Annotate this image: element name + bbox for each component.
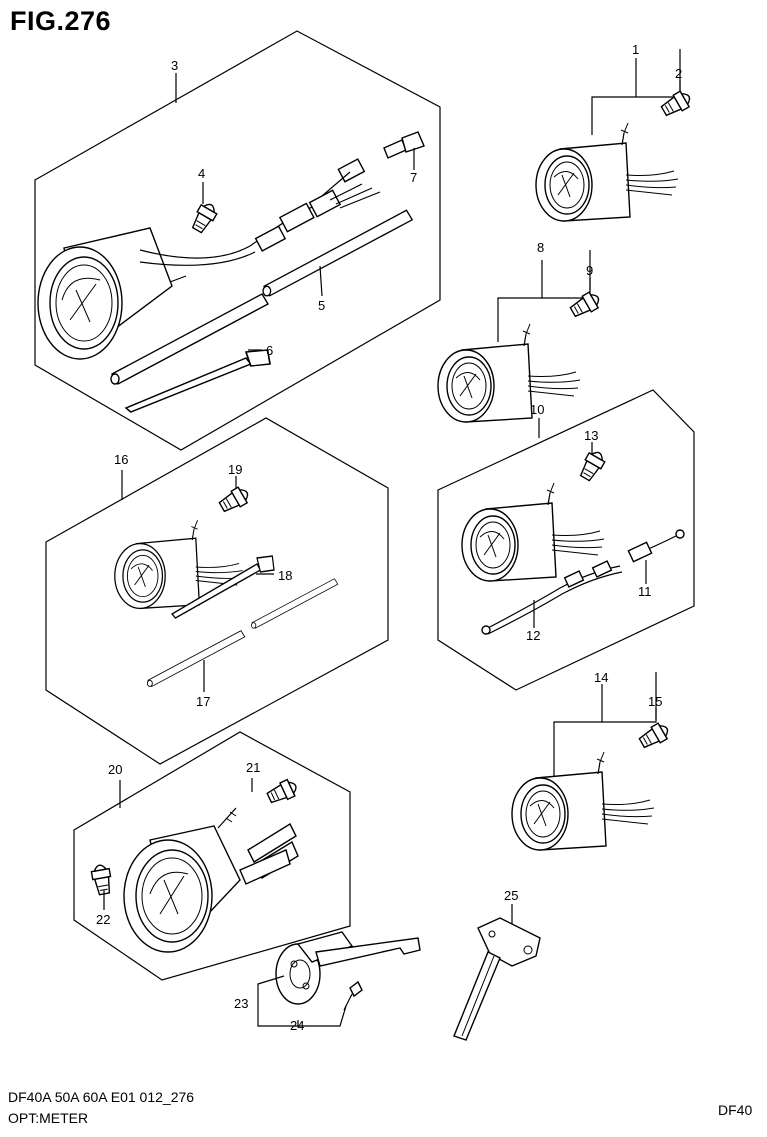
callout-12: 12: [526, 628, 540, 643]
callout-4: 4: [198, 166, 205, 181]
bulb-9: [567, 289, 604, 321]
callout-8: 8: [537, 240, 544, 255]
leader-23-24-bracket: [257, 975, 347, 1027]
bulb-19: [216, 484, 253, 516]
callout-25: 25: [504, 888, 518, 903]
footer-drawing-code: DF40A 50A 60A E01 012_276: [8, 1089, 195, 1105]
callout-7: 7: [410, 170, 417, 185]
leader-5: [319, 265, 323, 297]
part-meter-large-3: [37, 158, 381, 360]
group-10-box: [437, 389, 695, 691]
bulb-4: [188, 199, 220, 236]
callout-10: 10: [530, 402, 544, 417]
callout-16: 16: [114, 452, 128, 467]
callout-2: 2: [675, 66, 682, 81]
harness-12: [481, 560, 623, 635]
part-connector-7: [383, 131, 425, 159]
callout-9: 9: [586, 263, 593, 278]
callout-1: 1: [632, 42, 639, 57]
callout-13: 13: [584, 428, 598, 443]
meter-14: [511, 751, 655, 851]
callout-labels: 1 2 3 4 5 6 7 8 9 10 11 12 13 14 15 16 1…: [96, 42, 682, 1033]
callout-23: 23: [234, 996, 248, 1011]
footer-model: DF40: [718, 1102, 753, 1118]
group-3-box: [34, 30, 441, 451]
harness-11: [627, 529, 685, 563]
bulb-2: [658, 88, 695, 120]
callout-6: 6: [266, 343, 273, 358]
bulb-15: [636, 720, 673, 752]
leader-14-bracket: [553, 672, 657, 790]
part-screw-24: [343, 980, 363, 1011]
group-20-box: [73, 731, 351, 981]
callout-24: 24: [290, 1018, 304, 1033]
part-meter-large-20: [123, 807, 299, 953]
meter-10: [461, 482, 605, 582]
bulb-21: [264, 776, 301, 807]
footer-section-name: OPT:METER: [8, 1110, 89, 1126]
pipe-group16-a: [146, 630, 246, 687]
callout-15: 15: [648, 694, 662, 709]
callout-17: 17: [196, 694, 210, 709]
meter-1: [535, 122, 679, 222]
callout-20: 20: [108, 762, 122, 777]
group-16-box: [45, 417, 389, 765]
callout-21: 21: [246, 760, 260, 775]
callout-18: 18: [278, 568, 292, 583]
bulb-22: [89, 862, 114, 897]
callout-22: 22: [96, 912, 110, 927]
figure-title: FIG.276: [10, 6, 112, 36]
callout-3: 3: [171, 58, 178, 73]
callout-5: 5: [318, 298, 325, 313]
part-bracket-23: [275, 931, 421, 1005]
meter-16: [114, 519, 244, 610]
meter-8: [437, 323, 581, 423]
leader-8-bracket: [497, 250, 591, 342]
callout-14: 14: [594, 670, 608, 685]
part-lever-25: [453, 917, 541, 1041]
callout-19: 19: [228, 462, 242, 477]
callout-11: 11: [638, 584, 652, 599]
pipe-group16-b: [251, 578, 339, 629]
